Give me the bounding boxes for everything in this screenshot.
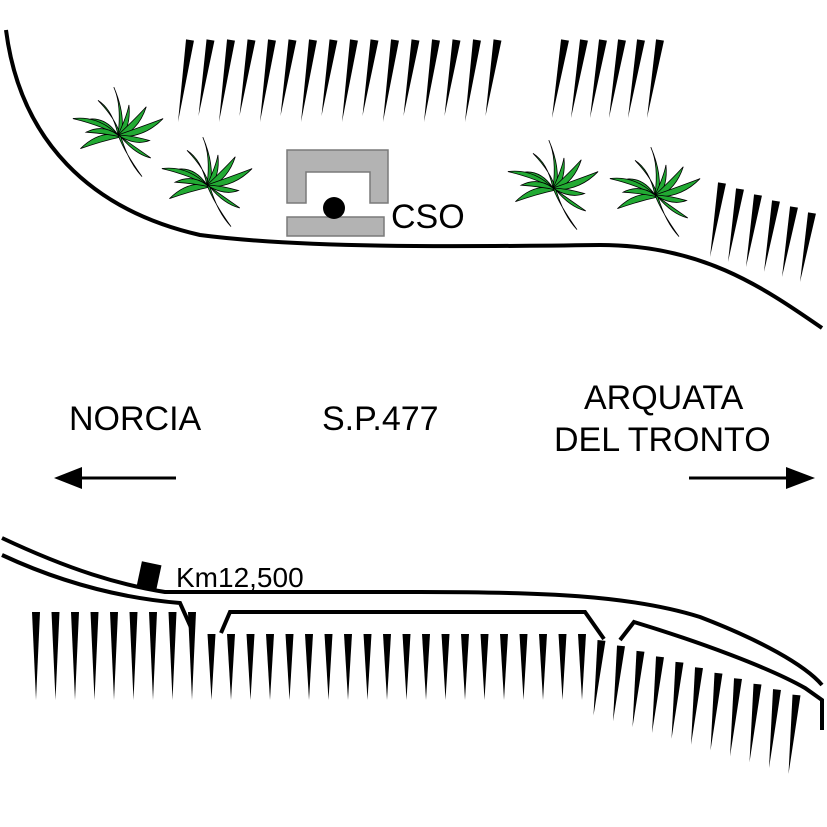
slope-hatch-mark bbox=[305, 634, 313, 700]
slope-hatch-mark bbox=[593, 639, 606, 716]
slope-hatch-mark bbox=[363, 634, 372, 700]
slope-hatch-mark bbox=[188, 612, 196, 700]
slope-hatch-mark bbox=[383, 634, 391, 700]
slope-hatch-mark bbox=[671, 661, 684, 739]
upper-slope-hatching-far-right bbox=[710, 182, 816, 282]
slope-hatch-mark bbox=[728, 188, 744, 262]
slope-hatch-mark bbox=[480, 634, 489, 700]
slope-hatch-mark bbox=[749, 683, 762, 763]
plant-icon bbox=[507, 140, 599, 230]
station-label: CSO bbox=[391, 198, 465, 236]
left-destination-label: NORCIA bbox=[69, 400, 202, 438]
plant-icon bbox=[72, 87, 164, 177]
slope-hatch-mark bbox=[558, 634, 567, 700]
slope-hatch-mark bbox=[578, 634, 586, 700]
slope-hatch-mark bbox=[422, 634, 430, 700]
lower-road-edge bbox=[1, 536, 824, 687]
upper-slope-hatching bbox=[178, 39, 502, 122]
slope-hatch-mark bbox=[383, 39, 399, 122]
slope-hatch-mark bbox=[590, 39, 607, 118]
slope-hatch-mark bbox=[342, 39, 358, 122]
upper-slope-hatching-right bbox=[552, 39, 664, 118]
plant-icon bbox=[161, 137, 253, 227]
slope-hatch-mark bbox=[198, 39, 215, 117]
right-destination-label-line2: DEL TRONTO bbox=[554, 421, 771, 459]
slope-hatch-mark bbox=[769, 689, 781, 769]
slope-hatch-mark bbox=[207, 634, 216, 700]
slope-hatch-mark bbox=[485, 39, 502, 117]
slope-hatch-mark bbox=[539, 634, 547, 700]
slope-hatch-mark bbox=[647, 39, 664, 118]
slope-hatch-mark bbox=[219, 39, 235, 122]
slope-hatch-mark bbox=[746, 194, 762, 267]
slope-hatch-mark bbox=[441, 634, 450, 700]
arrow-left-icon bbox=[54, 467, 176, 489]
slope-hatch-mark bbox=[178, 39, 194, 122]
slope-hatch-mark bbox=[71, 612, 79, 700]
slope-hatch-mark bbox=[691, 667, 703, 745]
slope-hatch-mark bbox=[280, 39, 297, 117]
slope-hatch-mark bbox=[149, 612, 157, 700]
road-name-label: S.P.477 bbox=[322, 400, 439, 438]
slope-hatch-mark bbox=[321, 39, 338, 117]
km-marker-label: Km12,500 bbox=[176, 562, 304, 593]
slope-hatch-mark bbox=[260, 39, 276, 122]
slope-hatch-mark bbox=[344, 634, 352, 700]
slope-hatch-mark bbox=[764, 200, 780, 272]
slope-hatch-mark bbox=[129, 612, 138, 700]
slope-hatch-mark bbox=[571, 39, 588, 118]
slope-hatch-mark bbox=[552, 39, 569, 118]
plant-icon bbox=[609, 147, 701, 237]
slope-hatch-mark bbox=[227, 634, 235, 700]
slope-hatch-mark bbox=[782, 206, 798, 277]
arrow-right-icon bbox=[689, 467, 815, 489]
slope-hatch-mark bbox=[90, 612, 99, 700]
slope-hatch-mark bbox=[403, 39, 420, 117]
slope-hatch-mark bbox=[465, 39, 481, 122]
slope-hatch-mark bbox=[632, 650, 645, 728]
slope-hatch-mark bbox=[730, 678, 742, 757]
slope-hatch-mark bbox=[239, 39, 256, 117]
km-marker-icon bbox=[136, 561, 162, 591]
slope-hatch-mark bbox=[362, 39, 379, 117]
vegetation-group bbox=[72, 87, 701, 237]
slope-hatch-mark bbox=[710, 672, 723, 751]
right-destination-label-line1: ARQUATA bbox=[584, 379, 744, 417]
station-dot-icon bbox=[323, 197, 345, 219]
slope-hatch-mark bbox=[266, 634, 274, 700]
slope-hatch-mark bbox=[285, 634, 294, 700]
slope-hatch-mark bbox=[519, 634, 528, 700]
slope-hatch-mark bbox=[246, 634, 255, 700]
slope-hatch-mark bbox=[424, 39, 440, 122]
slope-hatch-mark bbox=[110, 612, 118, 700]
upper-road-edge bbox=[4, 29, 824, 330]
slope-hatch-mark bbox=[800, 212, 816, 282]
slope-hatch-mark bbox=[628, 39, 645, 118]
slope-hatch-mark bbox=[710, 182, 726, 257]
slope-hatch-mark bbox=[32, 612, 40, 700]
slope-hatch-mark bbox=[51, 612, 60, 700]
guardrail bbox=[1, 553, 824, 730]
slope-hatch-mark bbox=[609, 39, 626, 118]
slope-hatch-mark bbox=[652, 656, 664, 733]
slope-hatch-mark bbox=[500, 634, 508, 700]
slope-hatch-mark bbox=[444, 39, 461, 117]
slope-hatch-mark bbox=[613, 645, 625, 722]
slope-hatch-mark bbox=[788, 694, 801, 774]
cso-building bbox=[286, 149, 389, 237]
slope-hatch-mark bbox=[402, 634, 411, 700]
slope-hatch-mark bbox=[461, 634, 469, 700]
lower-slope-hatching bbox=[32, 612, 801, 774]
slope-hatch-mark bbox=[324, 634, 333, 700]
slope-hatch-mark bbox=[168, 612, 177, 700]
slope-hatch-mark bbox=[301, 39, 317, 122]
